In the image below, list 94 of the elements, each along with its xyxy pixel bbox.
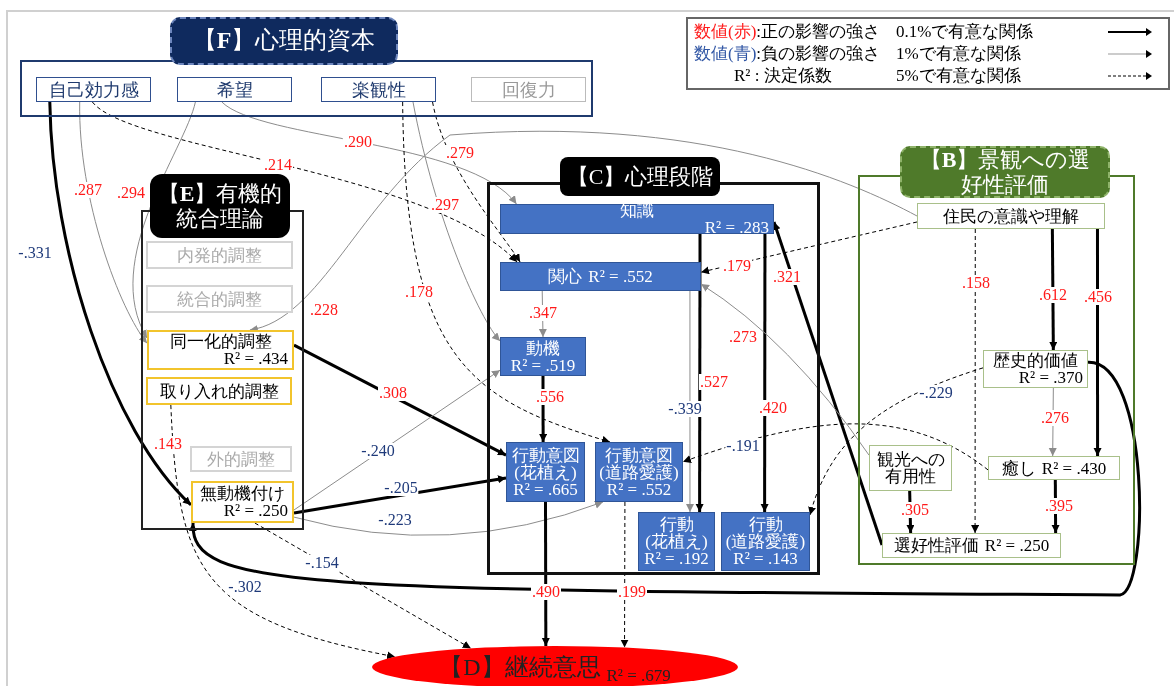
edge-label: .321: [772, 269, 802, 285]
group-heading: 【F】心理的資本: [170, 17, 398, 65]
edge-label: .279: [445, 145, 475, 161]
edge-label: .420: [758, 400, 788, 416]
legend-text: R² : 決定係数: [734, 66, 832, 86]
arrow: [293, 475, 507, 515]
edge-label: -.154: [304, 555, 340, 571]
legend-text: 1%で有意な関係: [896, 44, 1021, 64]
legend-text: 数値(赤):正の影響の強さ: [694, 22, 881, 42]
stage-box: 関心 R² = .552: [500, 262, 701, 291]
legend-text: 数値(青):負の影響の強さ: [694, 44, 881, 64]
arrow: [221, 101, 517, 205]
evaluation-box: 観光への有用性: [869, 445, 952, 491]
stage-box: 行動意図(花植え) R² = .665: [506, 442, 585, 502]
regulation-box: 統合的調整: [146, 285, 293, 313]
arrow: [760, 234, 769, 512]
arrow: [1093, 229, 1102, 456]
edge-label: .228: [309, 302, 339, 318]
legend-text: 5%で有意な関係: [896, 66, 1021, 86]
arrow: [695, 234, 704, 512]
arrow: [772, 221, 884, 546]
arrow: [91, 101, 518, 263]
arrow: [700, 283, 870, 456]
stage-box: 行動意図(道路愛護) R² = .552: [595, 442, 683, 502]
evaluation-box: 癒し R² = .430: [988, 456, 1120, 480]
edge-label: .214: [263, 157, 293, 173]
factor-box: 回復力: [471, 77, 586, 102]
edge-label: .395: [1044, 498, 1074, 514]
arrow: [254, 522, 472, 649]
edge-label: -.223: [377, 512, 413, 528]
edge-label: -.240: [360, 443, 396, 459]
arrow: [685, 290, 694, 513]
arrow: [620, 501, 629, 649]
edge-label: .199: [617, 584, 647, 600]
edge-label: .297: [430, 197, 460, 213]
evaluation-box: 選好性評価 R² = .250: [882, 533, 1061, 558]
edge-label: .276: [1040, 410, 1070, 426]
regulation-box: 外的調整: [190, 446, 292, 472]
arrow: [808, 367, 984, 516]
edge-label: .143: [153, 436, 183, 452]
legend-text: 0.1%で有意な関係: [896, 22, 1034, 42]
edge-label: .308: [378, 385, 408, 401]
edge-label: -.191: [725, 438, 761, 454]
regulation-box: 内発的調整: [146, 241, 293, 269]
edge-label: -.229: [918, 385, 954, 401]
edge-label: .178: [404, 284, 434, 300]
edge-label: -.205: [383, 480, 419, 496]
stage-box: 行動(花植え) R² = .192: [638, 512, 715, 571]
edge-label: -.331: [17, 245, 53, 261]
arrow: [432, 101, 521, 263]
arrow: [1049, 229, 1058, 350]
edge-label: .294: [116, 185, 146, 201]
edge-label: .456: [1083, 289, 1113, 305]
arrow: [170, 404, 396, 660]
edge-label: .556: [535, 389, 565, 405]
edge-label: -.302: [227, 579, 263, 595]
edge-label: .527: [699, 374, 729, 390]
arrow: [541, 502, 550, 647]
factor-box: 自己効力感: [36, 77, 151, 102]
arrow: [293, 369, 501, 511]
edge-label: .179: [722, 258, 752, 274]
arrow: [412, 101, 501, 342]
group-heading: 【C】心理段階: [560, 157, 720, 196]
regulation-box: 同一化的調整 R² = .434: [147, 330, 294, 370]
regulation-box: 取り入れ的調整: [146, 377, 292, 405]
arrow: [249, 131, 918, 332]
arrow: [48, 101, 193, 506]
group-heading: 【E】有機的統合理論: [150, 174, 290, 238]
edge-label: .158: [961, 275, 991, 291]
arrow: [293, 500, 604, 536]
evaluation-box: 住民の意識や理解: [917, 203, 1105, 229]
regulation-box: 無動機付け R² = .250: [191, 481, 294, 523]
edge-label: -.339: [667, 401, 703, 417]
edge-label: .612: [1038, 287, 1068, 303]
edge-label: .490: [531, 584, 561, 600]
stage-box: 動機 R² = .519: [500, 337, 586, 376]
arrow: [971, 228, 980, 534]
arrow: [682, 423, 989, 471]
edge-label: .273: [728, 329, 758, 345]
edge-label: .347: [528, 305, 558, 321]
edge-label: .290: [343, 134, 373, 150]
edge-label: .287: [73, 182, 103, 198]
evaluation-box: 歴史的価値 R² = .370: [983, 350, 1088, 388]
edge-label: .305: [900, 502, 930, 518]
factor-box: 楽観性: [321, 77, 436, 102]
arrow: [190, 360, 1141, 597]
arrow: [293, 343, 507, 457]
arrow: [402, 101, 611, 444]
arrow: [700, 221, 918, 275]
outcome-ellipse: 【D】継続意思 R² = .679: [372, 646, 738, 686]
stage-box: 行動(道路愛護) R² = .143: [721, 512, 810, 571]
factor-box: 希望: [177, 77, 292, 102]
group-heading: 【B】景観への選好性評価: [900, 146, 1110, 198]
arrow: [79, 101, 148, 344]
